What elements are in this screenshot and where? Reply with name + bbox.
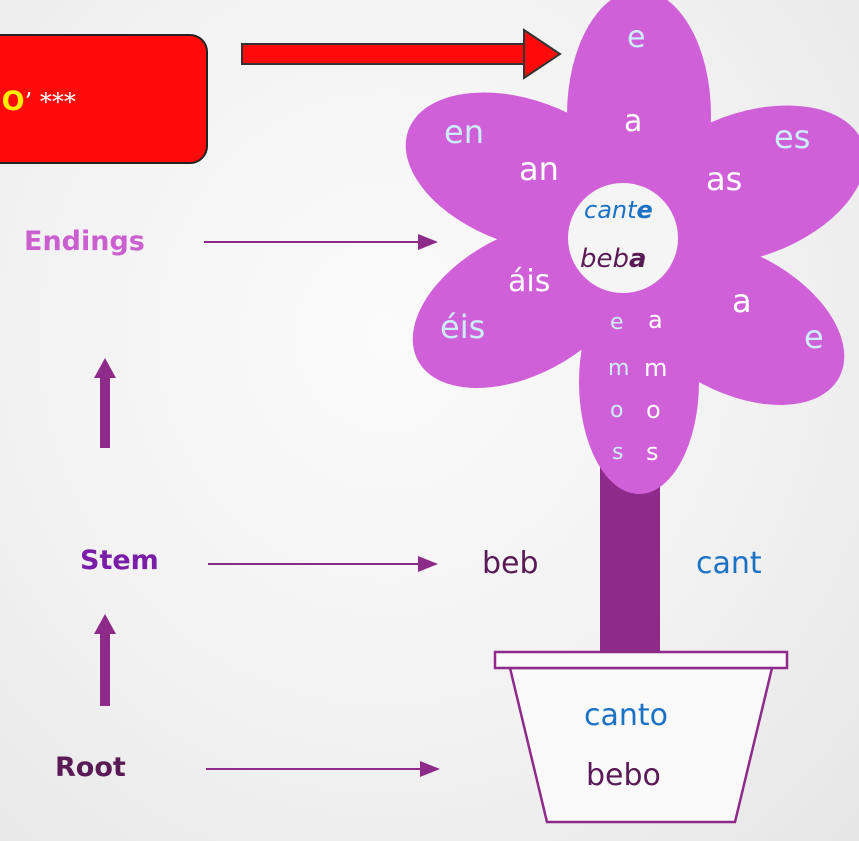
callout-letter: O — [1, 86, 25, 117]
petal-upper-right — [630, 105, 859, 265]
endings-label: Endings — [24, 226, 145, 257]
callout-text: ‘O’ *** — [0, 86, 76, 117]
pot-word-bottom: bebo — [586, 758, 661, 793]
pot-word-top: canto — [584, 698, 669, 733]
up-arrow-upper — [94, 358, 116, 448]
center-word-beba-stem: beb — [580, 244, 630, 274]
bottom-right-letter-2: o — [646, 396, 661, 424]
callout-suffix: ’ *** — [24, 88, 76, 116]
center-word-cante: cante — [584, 196, 653, 224]
callout-box — [0, 34, 208, 164]
outer-ending-upper-right: es — [774, 118, 811, 156]
red-arrow — [241, 28, 562, 80]
outer-ending-lower-left: éis — [440, 308, 486, 346]
bottom-right-letter-3: s — [646, 438, 659, 466]
bottom-left-letter-0: e — [610, 310, 624, 335]
flower-pot — [493, 650, 789, 824]
center-word-beba-ending: a — [629, 244, 647, 274]
bottom-right-letter-1: m — [644, 354, 668, 382]
flower-center — [568, 183, 678, 293]
center-word-cante-ending: e — [636, 196, 653, 224]
inner-ending-lower-right: a — [732, 282, 752, 320]
outer-ending-lower-right: e — [804, 318, 824, 356]
center-word-beba: beba — [580, 244, 647, 274]
inner-ending-upper-left: an — [519, 150, 559, 188]
inner-ending-lower-left: áis — [508, 264, 551, 299]
stem-word-left: beb — [482, 546, 539, 581]
root-label: Root — [55, 752, 126, 783]
center-word-cante-stem: cant — [584, 196, 637, 224]
inner-ending-top: a — [624, 104, 643, 139]
stem-word-right: cant — [696, 546, 762, 581]
bottom-left-letter-3: s — [612, 440, 624, 465]
inner-ending-upper-right: as — [706, 160, 743, 198]
callout-prefix: ‘ — [0, 88, 2, 116]
outer-ending-top: e — [627, 20, 646, 55]
bottom-left-letter-1: m — [608, 356, 630, 381]
up-arrow-lower — [94, 614, 116, 706]
bottom-left-letter-2: o — [610, 398, 624, 423]
bottom-right-letter-0: a — [648, 306, 663, 334]
petal-bottom — [579, 270, 699, 494]
flower-stalk — [600, 460, 660, 660]
stem-label: Stem — [80, 545, 159, 576]
outer-ending-upper-left: en — [444, 113, 484, 151]
